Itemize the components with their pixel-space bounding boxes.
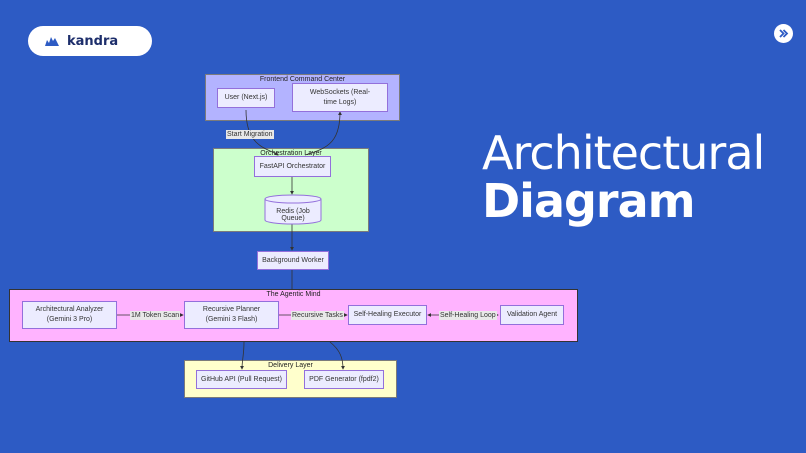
node-github: GitHub API (Pull Request) [196, 370, 287, 389]
edge-label-recursive-tasks: Recursive Tasks [291, 311, 344, 320]
node-executor: Self-Healing Executor [348, 305, 427, 325]
cluster-delivery-title: Delivery Layer [268, 362, 313, 369]
cluster-frontend-title: Frontend Command Center [259, 76, 346, 83]
edge-label-start-migration: Start Migration [226, 130, 274, 139]
node-worker: Background Worker [257, 251, 329, 270]
node-user: User (Next.js) [217, 88, 275, 108]
node-redis-shape [264, 194, 322, 225]
edge-label-token-scan: 1M Token Scan [130, 311, 181, 320]
cluster-agentic-title: The Agentic Mind [266, 291, 321, 298]
title-line-2: Diagram [482, 174, 696, 228]
next-slide-button[interactable] [774, 24, 793, 43]
cloud-logo-icon [45, 37, 59, 46]
brand-logo[interactable]: kandra [28, 26, 152, 56]
brand-name: kandra [67, 33, 119, 49]
node-redis: Redis (Job Queue) [276, 208, 310, 222]
chevrons-right-icon [779, 29, 789, 38]
node-validation: Validation Agent [500, 305, 564, 325]
node-pdf: PDF Generator (fpdf2) [304, 370, 384, 389]
edge-label-healing-loop: Self-Healing Loop [439, 311, 497, 320]
node-analyzer: Architectural Analyzer (Gemini 3 Pro) [22, 301, 117, 329]
node-fastapi: FastAPI Orchestrator [254, 156, 331, 177]
cluster-orchestration-title: Orchestration Layer [260, 150, 322, 157]
node-planner: Recursive Planner (Gemini 3 Flash) [184, 301, 279, 329]
title-line-1: Architectural [482, 126, 765, 180]
page-title: Architectural Diagram [482, 126, 765, 228]
node-websockets: WebSockets (Real-time Logs) [292, 83, 388, 112]
